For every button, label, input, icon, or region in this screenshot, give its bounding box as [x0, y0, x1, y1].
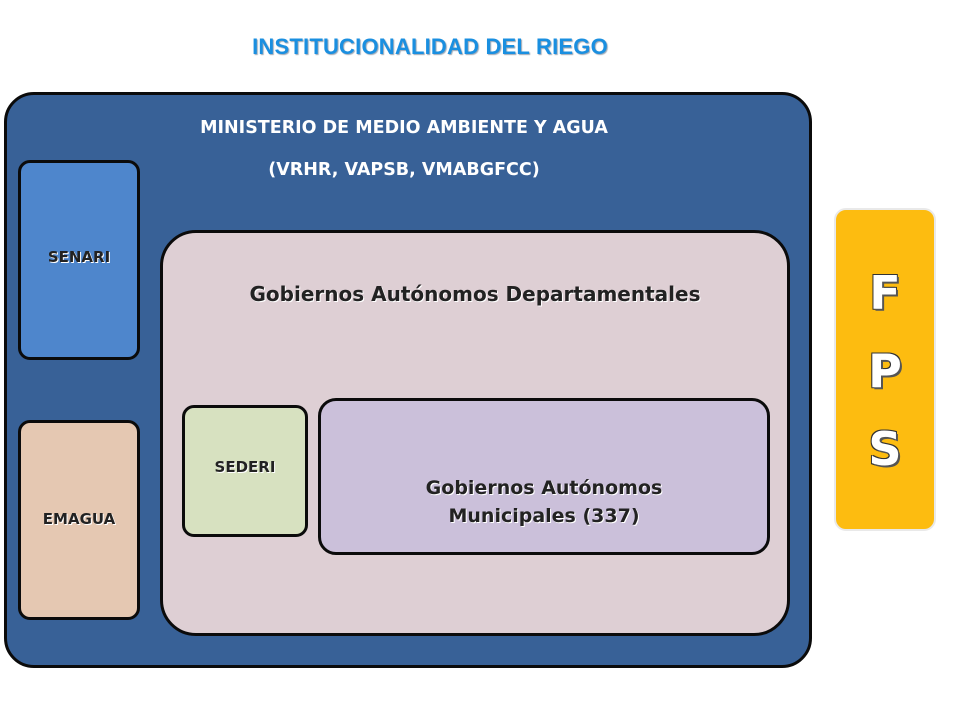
fps-box [834, 208, 936, 531]
ministry-name: MINISTERIO DE MEDIO AMBIENTE Y AGUA [200, 118, 608, 138]
municipal-governments-box [318, 398, 770, 555]
municipal-line-2: Municipales (337) [448, 505, 640, 527]
fps-letter-s: S [868, 422, 902, 476]
sederi-label: SEDERI [214, 458, 276, 476]
municipal-governments-label: Gobiernos Autónomos Municipales (337) [318, 474, 770, 530]
emagua-label: EMAGUA [42, 510, 116, 528]
senari-label: SENARI [47, 248, 111, 266]
diagram-title: INSTITUCIONALIDAD DEL RIEGO [252, 34, 608, 59]
senari-box [18, 160, 140, 360]
emagua-box [18, 420, 140, 620]
sederi-box [182, 405, 308, 537]
municipal-line-1: Gobiernos Autónomos [425, 477, 663, 499]
departmental-governments-label: Gobiernos Autónomos Departamentales [249, 282, 701, 306]
ministry-vice-ministries: (VRHR, VAPSB, VMABGFCC) [268, 160, 540, 180]
fps-letter-p: P [868, 344, 902, 398]
fps-letter-f: F [869, 266, 901, 320]
